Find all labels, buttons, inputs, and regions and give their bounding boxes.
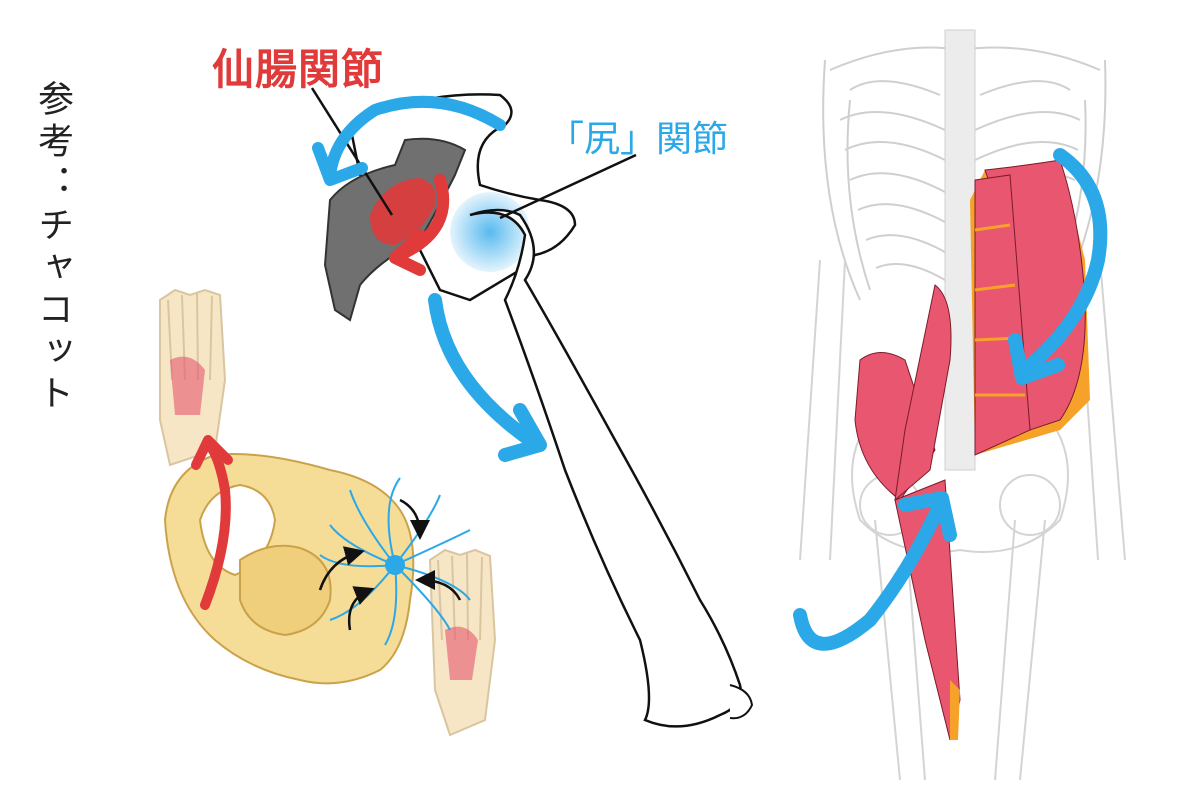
- spine: [944, 29, 976, 471]
- torso-skeleton-figure: [793, 29, 1126, 781]
- red-arrowhead-pelvis: [191, 435, 233, 470]
- blue-arrow-leg-up: [793, 498, 947, 651]
- sacroiliac-area: [370, 178, 436, 245]
- blue-arrowhead-leg: [898, 491, 957, 542]
- sacroiliac-leader-line: [310, 87, 394, 216]
- hip-leader-line: [499, 153, 637, 220]
- blue-arrow-back-down: [1018, 148, 1108, 377]
- red-arrowhead-sacroiliac: [389, 229, 426, 276]
- blue-arrowhead-femur: [498, 403, 547, 462]
- sacrum-top-view: [239, 544, 332, 637]
- pelvis-feet-figure: [159, 288, 497, 737]
- hip-joint-label: 「尻」関節: [548, 119, 729, 160]
- femur-condyle: [729, 684, 754, 720]
- upper-foot: [159, 288, 227, 467]
- right-back-muscles: [970, 159, 1090, 456]
- blue-arrowhead-back: [1008, 333, 1065, 385]
- tendon: [950, 680, 960, 740]
- hip-joint-highlight: [450, 192, 530, 272]
- blue-arrowhead-ilium: [312, 142, 368, 186]
- pelvis-femur-figure: [310, 87, 754, 728]
- blue-arrow-femur: [428, 293, 537, 447]
- reference-label: 参考：チャコット: [32, 80, 73, 416]
- erector-spinae-muscle: [974, 174, 1031, 456]
- hip-joint-point: [385, 555, 405, 575]
- left-hip-muscles: [854, 284, 961, 741]
- rotation-arrows: [318, 498, 462, 631]
- blue-arrow-ilium: [324, 95, 506, 181]
- red-arrow-pelvis: [200, 440, 231, 610]
- lower-foot: [428, 548, 497, 737]
- femur-bone: [469, 208, 743, 728]
- psoas-muscle: [894, 284, 952, 502]
- sacroiliac-joint-label: 仙腸関節: [212, 45, 385, 94]
